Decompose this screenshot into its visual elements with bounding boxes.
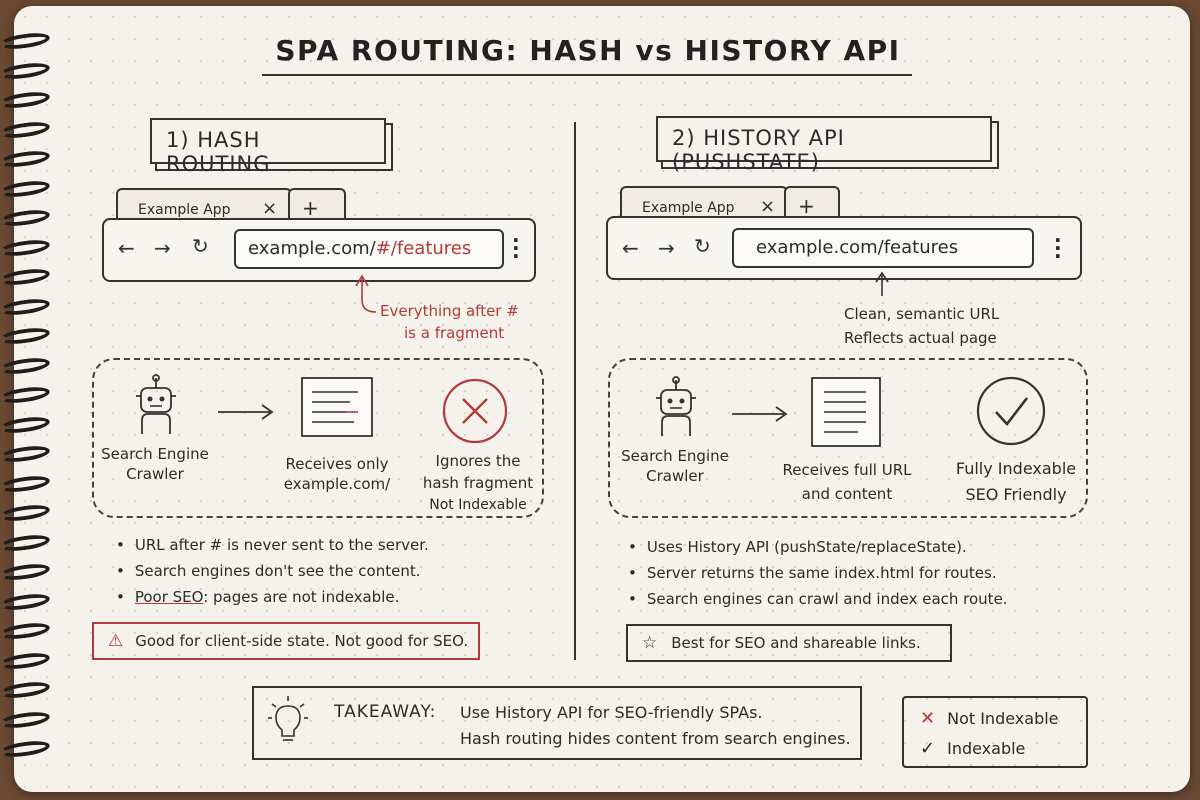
history-api-heading: 2) HISTORY API (PUSHSTATE): [656, 116, 992, 174]
legend-item-indexable: ✓Indexable: [920, 738, 1026, 759]
list-item: Search engines don't see the content.: [116, 558, 556, 584]
history-bullet-list: Uses History API (pushState/replaceState…: [628, 534, 1088, 612]
receives-only-label: Receives only example.com/: [283, 455, 391, 493]
takeaway-text: Use History API for SEO-friendly SPAs. H…: [460, 703, 851, 748]
fully-indexable-label: Fully Indexable SEO Friendly: [955, 459, 1077, 504]
hash-warning-note: ⚠Good for client-side state. Not good fo…: [92, 622, 480, 660]
tab-close-icon[interactable]: ×: [760, 196, 776, 217]
warning-icon: ⚠: [108, 631, 124, 651]
back-arrow-icon[interactable]: ←: [622, 236, 639, 260]
crawler-flow-box: [608, 358, 1088, 518]
check-circle-icon: [976, 376, 1046, 446]
forward-arrow-icon[interactable]: →: [154, 236, 171, 260]
list-item: Search engines can crawl and index each …: [628, 586, 1088, 612]
document-icon: [811, 377, 881, 447]
url-text: example.com/features: [756, 237, 959, 258]
list-item: Poor SEO: pages are not indexable.: [116, 584, 556, 610]
crawler-label: Search Engine Crawler: [621, 447, 729, 485]
forward-arrow-icon[interactable]: →: [658, 236, 675, 260]
crawler-label: Search Engine Crawler: [101, 445, 209, 483]
fragment-annotation: Everything after # is a fragment: [380, 302, 519, 342]
tab-label: Example App: [138, 202, 231, 218]
legend: ✕Not Indexable ✓Indexable: [902, 696, 1088, 768]
flow-arrow: [732, 406, 788, 422]
ignores-fragment-label: Ignores the hash fragment Not Indexable: [422, 452, 534, 513]
star-icon: ☆: [642, 633, 658, 653]
legend-item-not-indexable: ✕Not Indexable: [920, 708, 1059, 729]
clean-url-annotation: Clean, semantic URL Reflects actual page: [844, 305, 1000, 347]
plus-icon: +: [798, 194, 815, 218]
x-mark-icon: ✕: [920, 708, 936, 729]
history-tip-note: ☆Best for SEO and shareable links.: [626, 624, 952, 662]
address-bar[interactable]: example.com/#/features: [234, 229, 504, 269]
lightbulb-icon: [268, 696, 308, 741]
crawler-flow-box: [92, 358, 544, 518]
new-tab-button[interactable]: +: [288, 188, 346, 222]
reload-icon[interactable]: ↻: [192, 234, 209, 258]
hash-routing-heading: 1) HASH ROUTING: [150, 118, 386, 176]
tab-close-icon[interactable]: ×: [262, 198, 278, 219]
list-item: Uses History API (pushState/replaceState…: [628, 534, 1088, 560]
flow-arrow: [218, 404, 274, 420]
reload-icon[interactable]: ↻: [694, 234, 711, 258]
plus-icon: +: [302, 196, 319, 220]
url-fragment-path: /features: [390, 238, 472, 259]
hash-bullet-list: URL after # is never sent to the server.…: [116, 532, 556, 610]
document-icon: [301, 377, 373, 437]
column-divider: [574, 122, 576, 660]
robot-icon: [136, 374, 176, 434]
annotation-arrow: [355, 274, 377, 313]
list-item: Server returns the same index.html for r…: [628, 560, 1088, 586]
robot-icon: [656, 376, 696, 436]
menu-dots-icon[interactable]: ···: [512, 228, 520, 268]
address-bar[interactable]: example.com/features: [732, 228, 1034, 268]
receives-full-label: Receives full URL and content: [782, 461, 912, 503]
url-hash: #: [375, 238, 391, 259]
list-item: URL after # is never sent to the server.: [116, 532, 556, 558]
back-arrow-icon[interactable]: ←: [118, 236, 135, 260]
takeaway-box: [252, 686, 862, 760]
url-domain: example.com/: [248, 238, 376, 259]
menu-dots-icon[interactable]: ···: [1054, 228, 1062, 268]
takeaway-label: TAKEAWAY:: [334, 702, 437, 722]
annotation-arrow: [875, 271, 889, 296]
page-title: SPA ROUTING: HASH vs HISTORY API: [275, 34, 901, 67]
check-mark-icon: ✓: [920, 738, 936, 759]
title-underline: [262, 74, 912, 76]
tab-label: Example App: [642, 200, 735, 216]
x-circle-icon: [442, 378, 508, 444]
new-tab-button[interactable]: +: [784, 186, 840, 220]
